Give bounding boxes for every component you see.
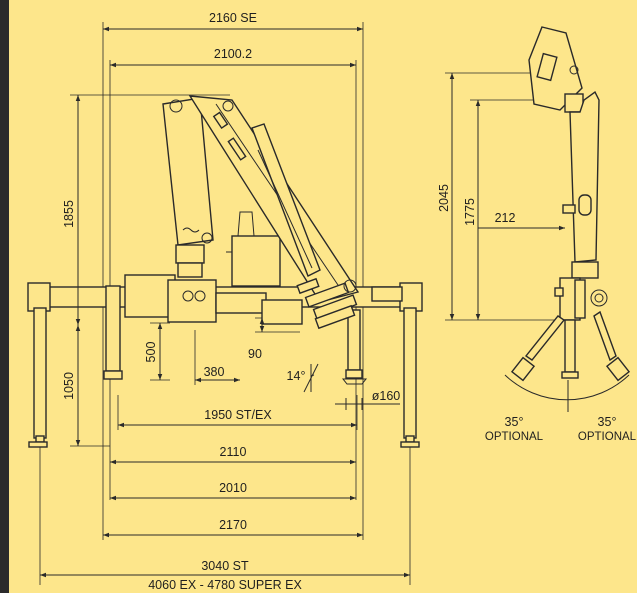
- dim-label-1950: 1950 ST/EX: [204, 408, 272, 422]
- dim-label-4060: 4060 EX - 4780 SUPER EX: [148, 578, 302, 592]
- dim-label-2010: 2010: [219, 481, 247, 495]
- dim-label-2045: 2045: [437, 184, 451, 212]
- crane-base: [124, 211, 303, 325]
- boom-head: [296, 277, 403, 330]
- dim-label-1775: 1775: [463, 198, 477, 226]
- angle-label-left: 35°: [505, 415, 524, 429]
- dim-label-2100: 2100.2: [214, 47, 252, 61]
- dim-label-2160: 2160 SE: [209, 11, 257, 25]
- side-column: [554, 90, 608, 321]
- main-boom: [188, 95, 360, 303]
- dim-label-212: 212: [495, 211, 516, 225]
- front-view: 2160 SE 2100.2 1855 1050 500 380 90 14° …: [27, 11, 423, 592]
- left-dark-edge: [0, 0, 9, 593]
- dim-label-3040: 3040 ST: [201, 559, 249, 573]
- swing-angle-arc: [504, 374, 630, 401]
- dim-label-1050: 1050: [62, 372, 76, 400]
- angle-label-right: 35°: [598, 415, 617, 429]
- tilt-pad: [303, 363, 319, 393]
- dim-label-380: 380: [204, 365, 225, 379]
- dim-label-2110: 2110: [220, 445, 247, 459]
- dim-label-500: 500: [144, 342, 158, 363]
- dim-label-90: 90: [248, 347, 262, 361]
- inner-legs: [103, 285, 368, 385]
- crane-column: [162, 97, 214, 278]
- angle-note-left: OPTIONAL: [485, 431, 544, 443]
- dim-label-1855: 1855: [62, 200, 76, 228]
- side-view: 2045 1775 212 35° OPTIONAL 35° OPTIONAL: [437, 26, 637, 443]
- dim-label-2170: 2170: [219, 518, 247, 532]
- side-legs: [510, 310, 631, 382]
- angle-note-right: OPTIONAL: [578, 431, 637, 443]
- dim-label-160: ø160: [372, 389, 401, 403]
- outer-legs: [28, 307, 420, 448]
- boom-cylinder: [251, 123, 321, 277]
- angle-label-14: 14°: [287, 369, 306, 383]
- side-boom-head: [528, 26, 583, 111]
